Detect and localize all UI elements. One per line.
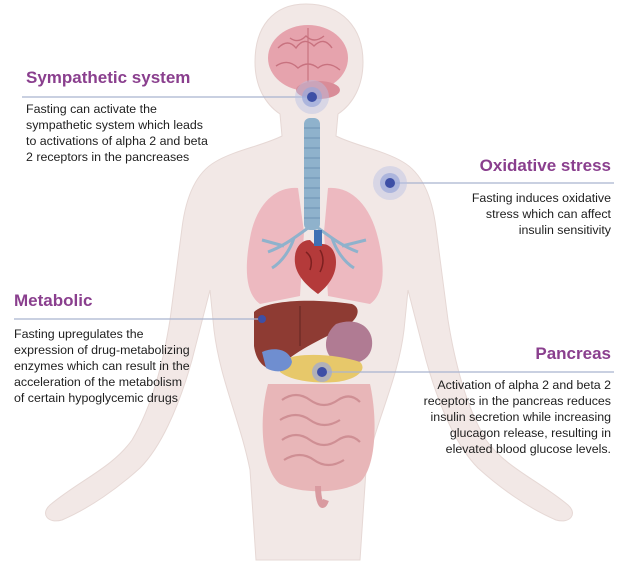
marker-pancreas	[312, 362, 332, 382]
description-line: receptors in the pancreas reduces	[424, 393, 611, 409]
description-line: Activation of alpha 2 and beta 2	[424, 377, 611, 393]
description-line: to activations of alpha 2 and beta	[26, 133, 208, 149]
trachea	[304, 118, 320, 230]
metabolic-title: Metabolic	[14, 291, 92, 311]
description-line: insulin secretion while increasing	[424, 409, 611, 425]
oxidative-stress-title: Oxidative stress	[480, 156, 611, 176]
oxidative-stress-description: Fasting induces oxidative stress which c…	[472, 190, 611, 238]
description-line: sympathetic system which leads	[26, 117, 208, 133]
description-line: insulin sensitivity	[472, 222, 611, 238]
description-line: elevated blood glucose levels.	[424, 441, 611, 457]
description-line: acceleration of the metabolism	[14, 374, 190, 390]
sympathetic-system-title: Sympathetic system	[26, 68, 190, 88]
description-line: of certain hypoglycemic drugs	[14, 390, 190, 406]
pancreas-title: Pancreas	[535, 344, 611, 364]
marker-oxidative	[373, 166, 407, 200]
description-line: Fasting can activate the	[26, 101, 208, 117]
pancreas-description: Activation of alpha 2 and beta 2 recepto…	[424, 377, 611, 457]
description-line: 2 receptors in the pancreases	[26, 149, 208, 165]
sympathetic-system-description: Fasting can activate the sympathetic sys…	[26, 101, 208, 165]
description-line: Fasting upregulates the	[14, 326, 190, 342]
description-line: enzymes which can result in the	[14, 358, 190, 374]
description-line: glucagon release, resulting in	[424, 425, 611, 441]
marker-sympathetic	[295, 80, 329, 114]
description-line: Fasting induces oxidative	[472, 190, 611, 206]
metabolic-description: Fasting upregulates the expression of dr…	[14, 326, 190, 406]
description-line: stress which can affect	[472, 206, 611, 222]
description-line: expression of drug-metabolizing	[14, 342, 190, 358]
marker-metabolic	[258, 315, 266, 323]
